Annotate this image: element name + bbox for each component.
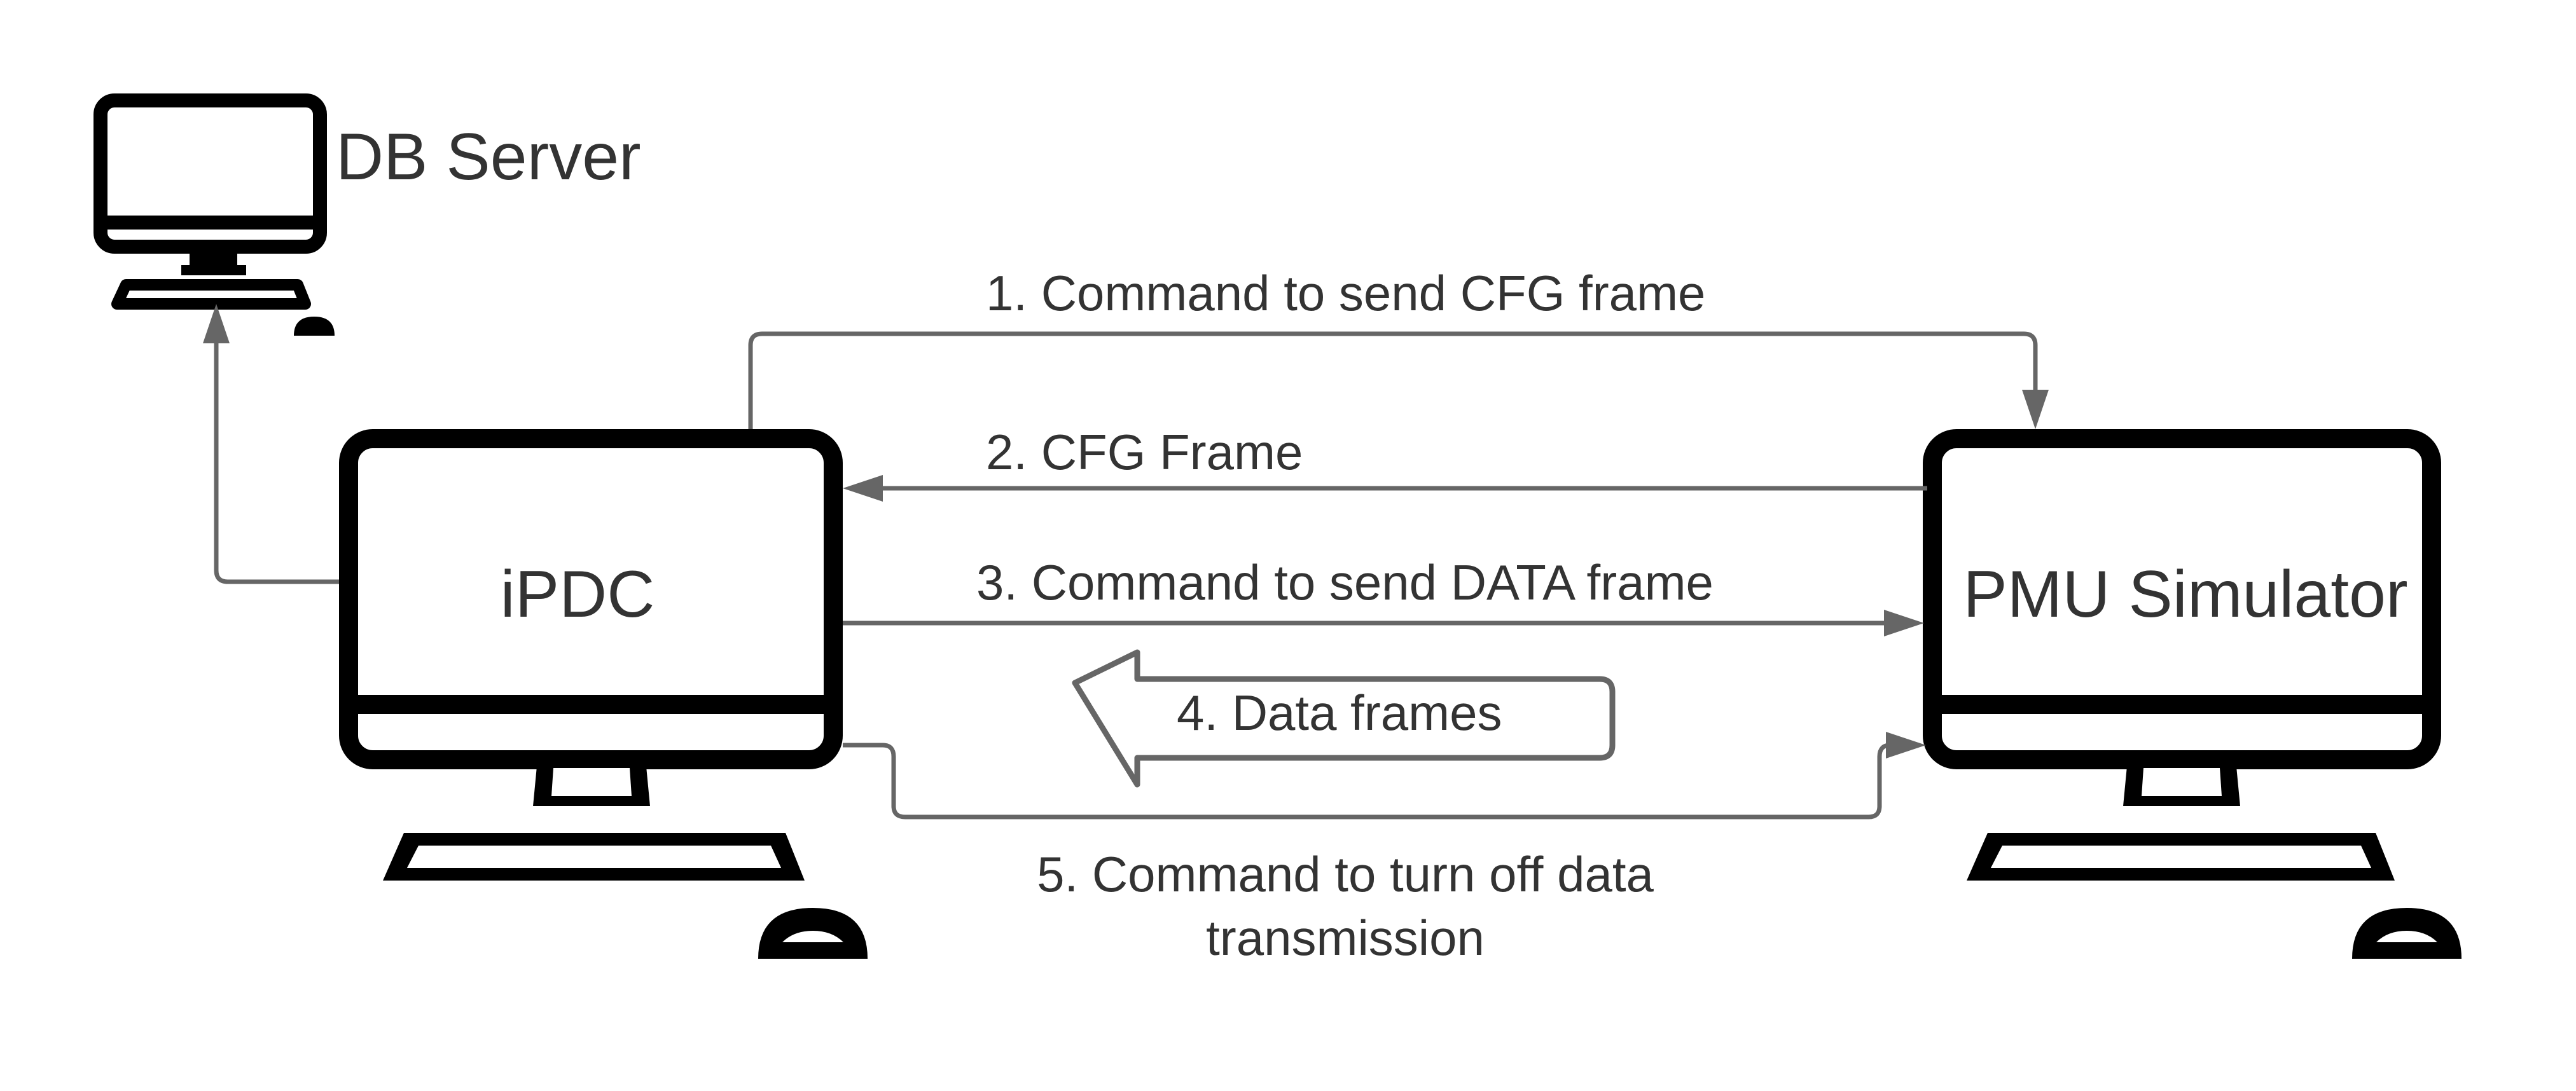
command-cfg-arrow: [748, 331, 2049, 429]
ipdc-to-db-server-arrow: [203, 304, 339, 584]
command-data-label: 3. Command to send DATA frame: [976, 554, 1714, 610]
db-server-label: DB Server: [336, 120, 641, 194]
pmu-simulator-computer-icon: [1923, 429, 2462, 959]
command-off-arrow: [843, 732, 1926, 820]
data-frames-block-arrow: [1072, 649, 1616, 788]
command-data-arrow: [843, 610, 1924, 636]
command-cfg-label: 1. Command to send CFG frame: [986, 265, 1705, 321]
data-frames-label: 4. Data frames: [1177, 685, 1502, 741]
cfg-frame-arrow: [843, 475, 1927, 502]
pmu-simulator-label: PMU Simulator: [1963, 558, 2407, 631]
ipdc-label: iPDC: [501, 558, 655, 631]
cfg-frame-label: 2. CFG Frame: [986, 424, 1303, 480]
ipdc-computer-icon: [339, 429, 868, 959]
command-off-label-line1: 5. Command to turn off data: [1037, 846, 1654, 902]
db-server-computer-icon: [93, 93, 335, 336]
command-off-label-line2: transmission: [1206, 910, 1485, 966]
